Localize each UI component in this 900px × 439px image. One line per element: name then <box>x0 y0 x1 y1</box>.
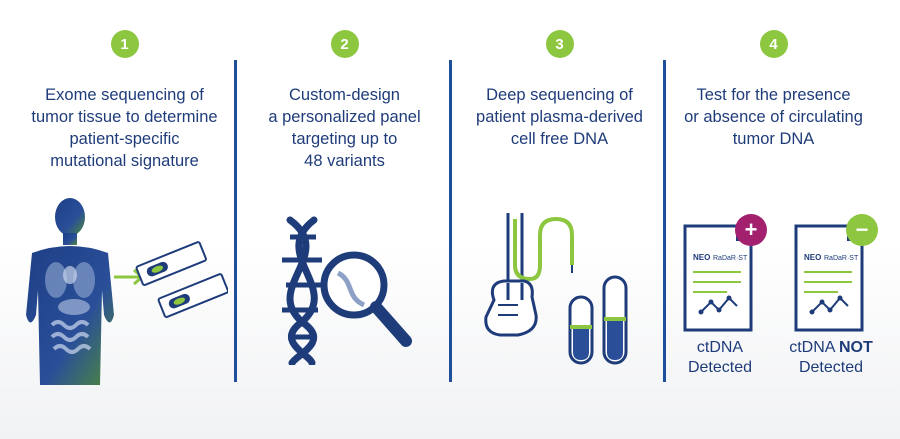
blood-draw-icon <box>484 213 628 365</box>
result-detected-line2: Detected <box>687 359 753 376</box>
report-brand: NEO <box>804 253 821 262</box>
negative-report-icon: NEO RaDaR·ST − <box>794 214 878 332</box>
step-description: Test for the presence or absence of circ… <box>684 86 863 148</box>
human-body-icon <box>26 198 228 385</box>
result-detected: ctDNA Detected <box>672 338 768 378</box>
result-not-detected-strong: NOT <box>839 339 873 356</box>
step-number-badge: 4 <box>759 30 788 58</box>
step-number-badge: 1 <box>110 30 139 58</box>
step-3: 3 Deep sequencing of patient plasma-deri… <box>452 0 667 439</box>
step-description: Deep sequencing of patient plasma-derive… <box>476 86 643 148</box>
divider-3 <box>663 60 666 382</box>
positive-report-icon: NEO RaDaR·ST + <box>683 214 767 332</box>
report-product: RaDaR·ST <box>713 255 748 262</box>
report-product: RaDaR·ST <box>824 255 859 262</box>
result-not-detected-line1: ctDNA NOT <box>783 338 879 358</box>
result-not-detected-line2: Detected <box>798 359 864 376</box>
step-description: Exome sequencing of tumor tissue to dete… <box>31 86 218 170</box>
dna-magnifier-icon <box>282 216 412 365</box>
step-4: 4 Test for the presence or absence of ci… <box>666 0 881 439</box>
result-not-detected: ctDNA NOT Detected <box>783 338 879 378</box>
plus-icon: + <box>745 217 758 242</box>
step-number-badge: 2 <box>330 30 359 58</box>
result-not-detected-prefix: ctDNA <box>789 339 839 356</box>
step-description: Custom-design a personalized panel targe… <box>268 86 421 170</box>
step-2: 2 Custom-design a personalized panel tar… <box>237 0 452 439</box>
minus-icon: − <box>856 217 869 242</box>
report-brand: NEO <box>693 253 710 262</box>
step-number-badge: 3 <box>545 30 574 58</box>
step-1: 1 Exome sequencing of tumor tissue to de… <box>17 0 232 439</box>
divider-1 <box>234 60 237 382</box>
divider-2 <box>449 60 452 382</box>
result-detected-line1: ctDNA <box>696 339 744 356</box>
